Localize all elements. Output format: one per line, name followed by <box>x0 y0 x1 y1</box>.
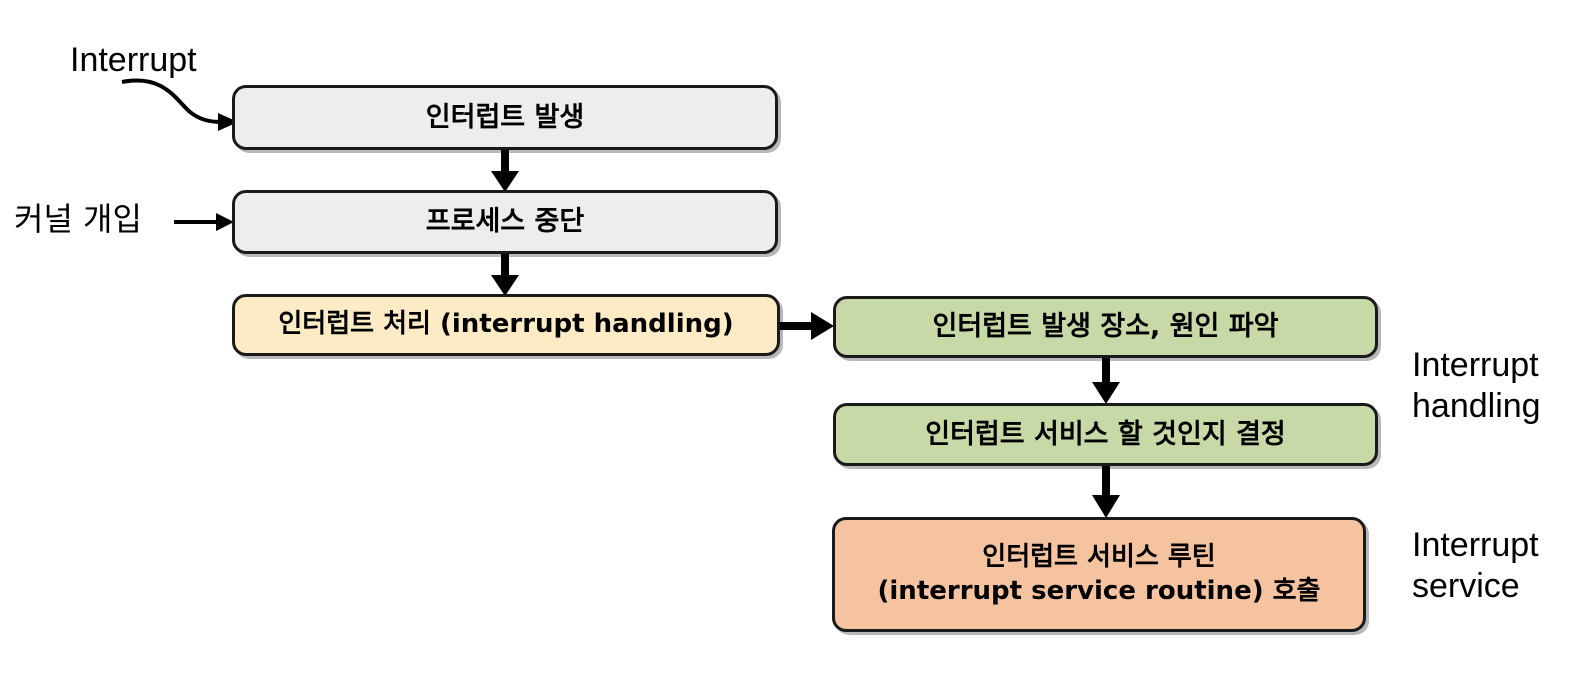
node-process-suspend[interactable]: 프로세스 중단 <box>232 190 778 254</box>
node-label: 인터럽트 발생 장소, 원인 파악 <box>932 311 1279 343</box>
label-kernel-intervention: 커널 개입 <box>14 200 142 238</box>
arrow-kernel-straight-icon <box>174 213 234 231</box>
node-interrupt-handling[interactable]: 인터럽트 처리 (interrupt handling) <box>232 294 780 356</box>
node-label: 인터럽트 서비스 할 것인지 결정 <box>925 418 1286 450</box>
arrow-decide-to-isr-icon <box>1092 466 1120 518</box>
node-label-line1: 인터럽트 서비스 루틴 <box>982 541 1216 572</box>
node-call-isr[interactable]: 인터럽트 서비스 루틴 (interrupt service routine) … <box>832 517 1366 632</box>
node-label: 인터럽트 발생 <box>425 101 585 133</box>
arrow-occurs-to-suspend-icon <box>491 149 519 192</box>
node-label-line2: (interrupt service routine) 호출 <box>877 575 1321 606</box>
arrow-handling-to-identify-icon <box>779 312 834 340</box>
node-identify-source-cause[interactable]: 인터럽트 발생 장소, 원인 파악 <box>833 296 1378 358</box>
node-label: 프로세스 중단 <box>425 206 585 238</box>
node-decide-service[interactable]: 인터럽트 서비스 할 것인지 결정 <box>833 403 1378 466</box>
arrow-identify-to-decide-icon <box>1092 357 1120 404</box>
label-interrupt-handling-group: Interrupt handling <box>1412 346 1541 426</box>
label-interrupt-service-group: Interrupt service <box>1412 526 1539 606</box>
label-interrupt-entry: Interrupt <box>70 41 197 79</box>
node-label: 인터럽트 처리 (interrupt handling) <box>278 309 734 340</box>
arrow-suspend-to-handling-icon <box>491 253 519 296</box>
node-interrupt-occurs[interactable]: 인터럽트 발생 <box>232 85 778 150</box>
